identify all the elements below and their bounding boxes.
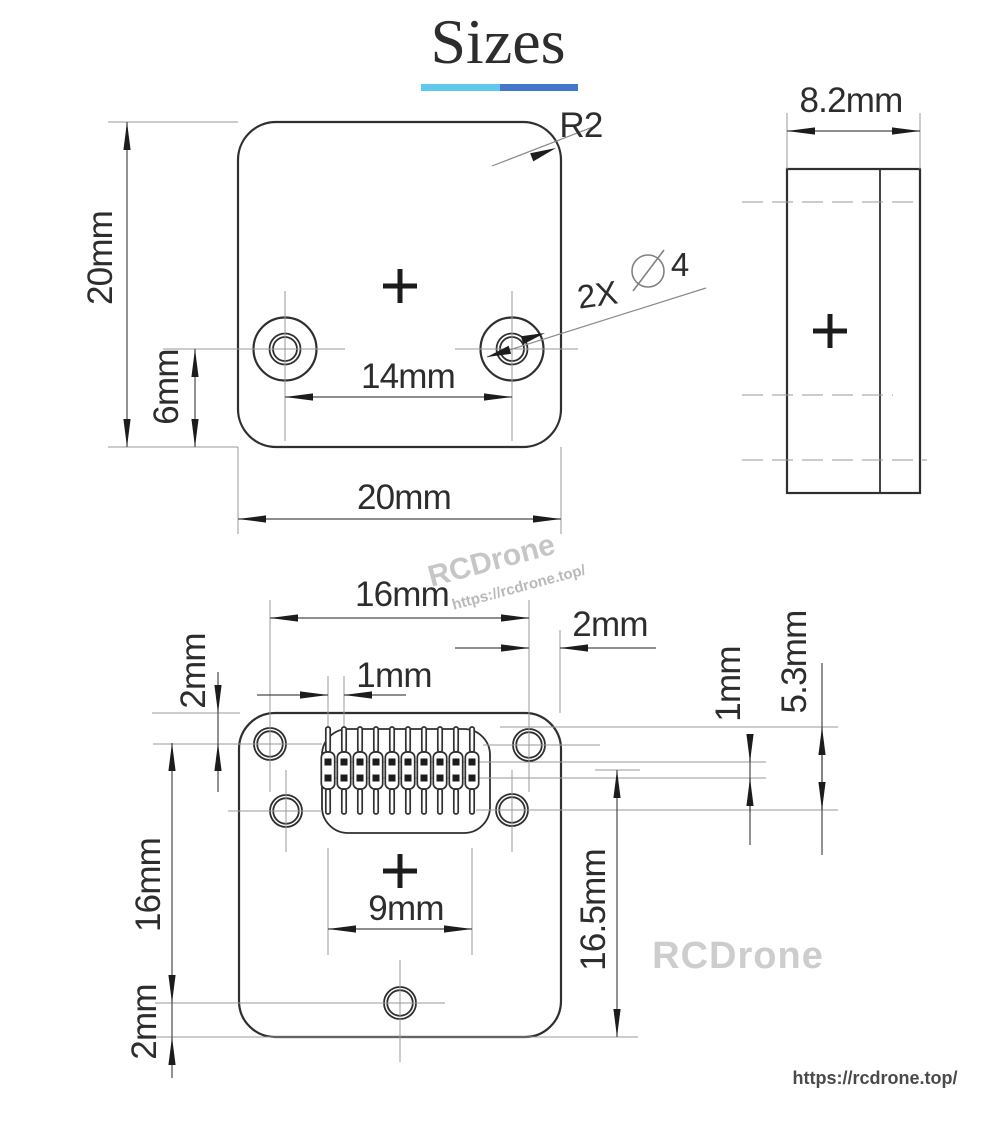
dim-label-hole-spacing: 14mm bbox=[361, 357, 455, 396]
dim-label-top-offset: 2mm bbox=[174, 633, 213, 708]
side-plate-outline bbox=[785, 167, 922, 495]
leader-arrow bbox=[487, 345, 512, 357]
hole-dia-label: 4 bbox=[671, 246, 689, 283]
dim-label-connector-offset: 5.3mm bbox=[775, 611, 814, 714]
page-title-group: Sizes bbox=[421, 6, 578, 91]
diameter-symbol-slash bbox=[632, 249, 665, 292]
centerlines-and-extensions bbox=[152, 600, 838, 1062]
dim-label-bottom-hole-offset: 16.5mm bbox=[574, 849, 613, 971]
dim-label-pin-pitch: 1mm bbox=[356, 656, 431, 695]
center-mark bbox=[813, 314, 847, 348]
dim-label-row-spacing: 1mm bbox=[709, 646, 748, 721]
dim-label-vertical-span: 16mm bbox=[129, 838, 168, 932]
diameter-symbol-icon bbox=[631, 254, 665, 288]
center-mark bbox=[383, 269, 417, 303]
dim-label-right-offset: 2mm bbox=[572, 605, 647, 644]
title-underline-right bbox=[500, 84, 578, 91]
extension-lines bbox=[786, 113, 921, 169]
dim-label-hole-spacing: 16mm bbox=[355, 575, 449, 614]
dim-label-hole-offset: 6mm bbox=[147, 349, 186, 424]
dim-label-corner-radius: R2 bbox=[559, 106, 602, 145]
back-view: 16mm 2mm 1mm 9mm 2mm 16mm 2mm 1mm 5 bbox=[125, 575, 838, 1078]
watermark-middle: RCDrone https://rcdrone.top/ bbox=[424, 528, 588, 614]
dim-label-height: 20mm bbox=[81, 211, 120, 305]
center-mark bbox=[383, 854, 417, 888]
front-view: 20mm 6mm 14mm 20mm R2 2X 4 bbox=[81, 106, 707, 534]
watermark-brand: RCDrone bbox=[652, 935, 824, 977]
radius-leader-line bbox=[491, 124, 599, 167]
leader-arrow bbox=[530, 148, 556, 162]
hole-note-leader bbox=[486, 287, 707, 358]
pin-header bbox=[320, 726, 480, 815]
dim-label-bottom-offset: 2mm bbox=[125, 984, 164, 1059]
leader-arrow bbox=[520, 333, 545, 345]
page-title: Sizes bbox=[430, 6, 565, 77]
hidden-lines bbox=[742, 201, 927, 461]
dim-label-depth: 8.2mm bbox=[800, 81, 903, 120]
dim-label-width: 20mm bbox=[357, 478, 451, 517]
footer-url: https://rcdrone.top/ bbox=[793, 1068, 958, 1088]
side-view: 8.2mm bbox=[742, 81, 927, 495]
title-underline-left bbox=[421, 84, 500, 91]
hole-centerlines bbox=[163, 291, 578, 441]
dim-label-pin-span: 9mm bbox=[368, 889, 443, 928]
hole-qty-label: 2X bbox=[575, 273, 620, 315]
front-plate-outline bbox=[236, 120, 563, 449]
